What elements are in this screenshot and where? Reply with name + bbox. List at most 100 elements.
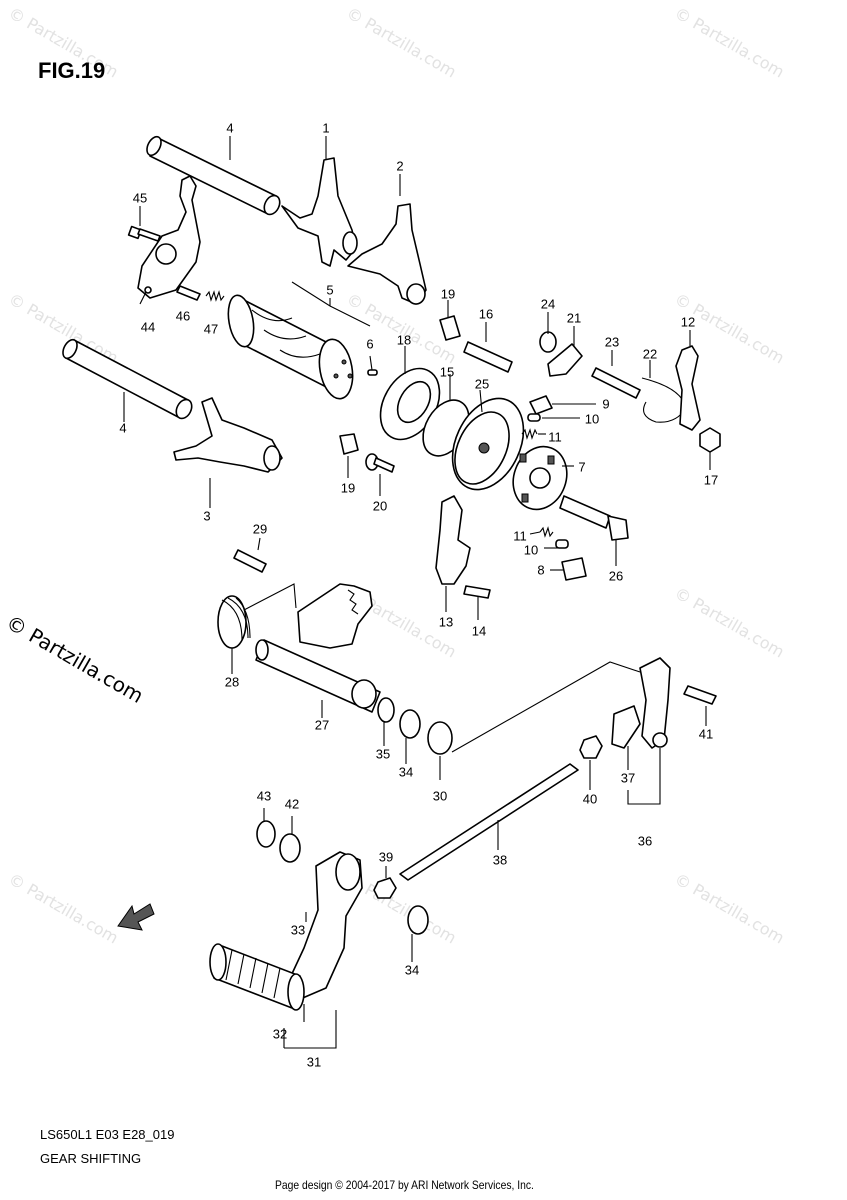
callout: 39 <box>378 849 394 865</box>
spring-47 <box>205 290 225 302</box>
fork-shaft-lower <box>62 338 193 420</box>
washer-19 <box>439 315 461 341</box>
shift-pedal-31 <box>289 851 363 1001</box>
callout: 46 <box>175 308 191 324</box>
shift-fork-1 <box>281 157 358 267</box>
spring-11 <box>539 526 554 538</box>
callout: 45 <box>132 190 148 206</box>
callout: 5 <box>326 282 334 298</box>
pin-6 <box>367 369 378 376</box>
callout: 21 <box>566 310 582 326</box>
diagram-title: GEAR SHIFTING <box>40 1151 142 1166</box>
callout: 16 <box>478 306 494 322</box>
bolt-45 <box>127 225 161 242</box>
callout: 15 <box>439 364 455 380</box>
pawl-9 <box>529 395 553 415</box>
plate-13 <box>435 495 471 585</box>
fork-shaft-upper <box>146 135 281 216</box>
oil-seal-30 <box>427 721 453 755</box>
clip-43 <box>256 820 276 848</box>
callout: 28 <box>224 674 240 690</box>
callout: 18 <box>396 332 412 348</box>
model-code: LS650L1 E03 E28_019 <box>40 1127 175 1142</box>
bolt-41 <box>683 685 717 705</box>
cam-gear-25 <box>451 397 525 491</box>
callout: 27 <box>314 717 330 733</box>
nut-17 <box>699 427 721 453</box>
leader-line <box>451 661 641 753</box>
callout: 44 <box>140 319 156 335</box>
callout: 19 <box>440 286 456 302</box>
callout: 17 <box>703 472 719 488</box>
callout: 25 <box>474 376 490 392</box>
callout: 33 <box>290 922 306 938</box>
callout: 36 <box>637 833 653 849</box>
callout: 12 <box>680 314 696 330</box>
figure-label: FIG.19 <box>38 58 106 83</box>
callout: 42 <box>284 796 300 812</box>
pin-29 <box>233 549 267 573</box>
callout: 23 <box>604 334 620 350</box>
callout: 40 <box>582 791 598 807</box>
callout: 8 <box>537 562 545 578</box>
callout: 47 <box>203 321 219 337</box>
callout: 9 <box>602 396 610 412</box>
callout: 32 <box>272 1026 288 1042</box>
callout: 13 <box>438 614 454 630</box>
circlip-35 <box>377 697 395 723</box>
gearshift-shaft-27 <box>255 583 381 713</box>
callout: 29 <box>252 521 268 537</box>
callout-leaders <box>123 136 711 1049</box>
callout: 31 <box>306 1054 322 1070</box>
bolt-23 <box>591 367 641 399</box>
callout: 35 <box>375 746 391 762</box>
washer-34 <box>407 905 429 935</box>
washer-42 <box>279 833 301 863</box>
callout: 3 <box>203 508 211 524</box>
fwd-arrow-icon <box>117 903 155 931</box>
bearing-18 <box>379 367 441 441</box>
callout: 4 <box>119 420 127 436</box>
callout: 2 <box>396 158 404 174</box>
washer-19 <box>339 433 359 455</box>
callout: 22 <box>642 346 658 362</box>
pawl-8 <box>561 557 587 581</box>
callout: 1 <box>322 120 330 136</box>
pin-10 <box>555 539 569 549</box>
callout: 24 <box>540 296 556 312</box>
shift-fork-2 <box>347 203 427 305</box>
callout: 38 <box>492 852 508 868</box>
callout: 10 <box>584 411 600 427</box>
spring-22 <box>641 377 687 423</box>
callout: 10 <box>523 542 539 558</box>
callout: 11 <box>548 429 562 445</box>
screw-14 <box>463 585 491 599</box>
callout: 20 <box>372 498 388 514</box>
callout: 11 <box>513 528 527 544</box>
pin-16 <box>463 341 513 373</box>
gearshift-cam-5 <box>227 294 354 400</box>
nut-39 <box>373 877 397 899</box>
callout: 26 <box>608 568 624 584</box>
plate-21 <box>547 343 583 377</box>
washer-24 <box>539 331 557 353</box>
arm-12 <box>675 345 701 431</box>
shift-fork-3 <box>173 397 283 473</box>
callout: 19 <box>340 480 356 496</box>
pin-10 <box>527 413 541 422</box>
callout: 43 <box>256 788 272 804</box>
callout: 34 <box>404 962 420 978</box>
callout: 37 <box>620 770 636 786</box>
callout: 7 <box>578 459 586 475</box>
cam-stopper-44 <box>137 175 201 299</box>
spring-11 <box>521 428 538 440</box>
washer-34 <box>399 709 421 739</box>
callout: 4 <box>226 120 234 136</box>
bolt-26 <box>559 495 629 541</box>
nut-40 <box>579 735 603 759</box>
callout: 34 <box>398 764 414 780</box>
callout: 14 <box>471 623 487 639</box>
pawl-lifter-7 <box>512 445 568 511</box>
spring-28 <box>217 583 297 649</box>
